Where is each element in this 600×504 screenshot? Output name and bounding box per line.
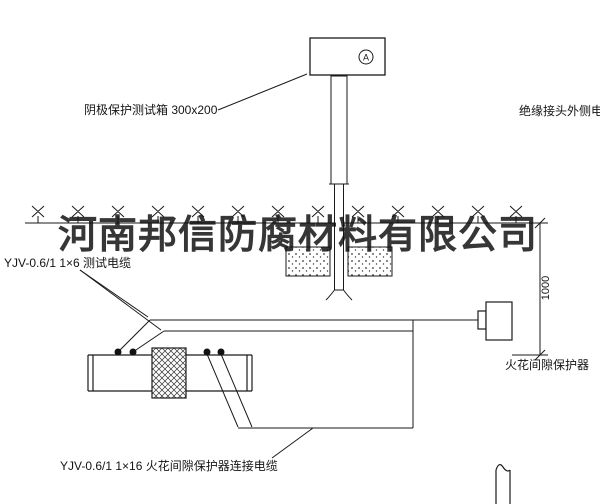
dimension-line-1000: [512, 217, 548, 361]
pipeline-left: [87, 354, 152, 392]
insulating-joint-hatch: [151, 347, 187, 399]
spark-gap-protector-symbol: [477, 301, 513, 341]
concrete-block-left: [285, 246, 331, 277]
pipe-break-symbol: [495, 464, 511, 504]
cable-weld-dots: [114, 348, 225, 356]
conduit-riser: [325, 75, 353, 301]
ammeter-icon: A: [358, 49, 374, 65]
leader-line-spark-gap-cable: [271, 427, 314, 459]
test-cable-label: YJV-0.6/1 1×6 测试电缆: [4, 256, 132, 270]
ground-hatch-marks: [31, 205, 523, 223]
leader-line-test-box: [217, 73, 308, 111]
test-cable-lines: [117, 319, 478, 353]
svg-text:A: A: [363, 53, 369, 63]
cable-exit-flare: [325, 289, 353, 301]
dimension-1000-label: 1000: [540, 275, 552, 301]
spark-gap-cable-label: YJV-0.6/1 1×16 火花间隙保护器连接电缆: [60, 459, 278, 473]
company-watermark: 河南邦信防腐材料有限公司: [58, 214, 539, 257]
concrete-block-right: [347, 246, 393, 277]
pipeline-right: [186, 354, 253, 392]
spark-gap-protector-label: 火花间隙保护器: [505, 358, 590, 372]
test-box-symbol: [309, 37, 386, 76]
leader-line-test-cable: [79, 269, 162, 331]
insulated-joint-cable-label: 绝缘接头外侧电缆: [519, 104, 600, 118]
spark-gap-cable-lines: [206, 320, 414, 429]
test-box-label: 阴极保护测试箱 300x200: [84, 103, 218, 117]
